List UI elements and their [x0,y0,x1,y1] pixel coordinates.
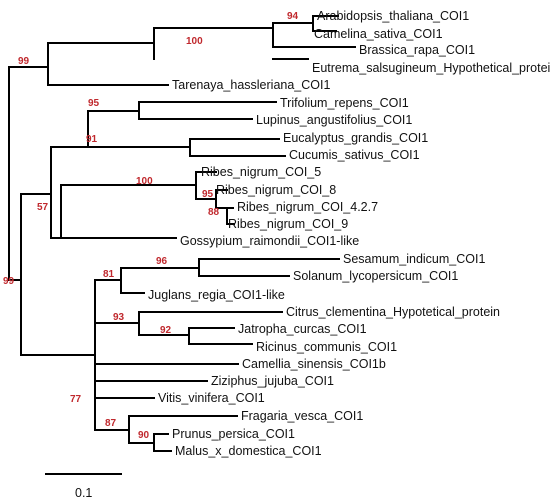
leaf-label-rn5: Ribes_nigrum_COI_5 [201,165,321,179]
bootstrap-value-b92: 92 [160,325,172,336]
leaf-label-tar: Tarenaya_hassleriana_COI1 [172,78,330,92]
bootstrap-value-b99top: 99 [18,56,30,67]
leaf-label-jug: Juglans_regia_COI1-like [148,288,285,302]
leaf-label-ses: Sesamum_indicum_COI1 [343,252,485,266]
bootstrap-value-b95b: 95 [202,189,214,200]
leaf-label-bra: Brassica_rapa_COI1 [359,43,475,57]
leaf-label-rn427: Ribes_nigrum_COI_4.2.7 [237,200,378,214]
leaf-label-mal: Malus_x_domestica_COI1 [175,444,322,458]
leaf-label-eut: Eutrema_salsugineum_Hypothetical_protein [312,61,550,75]
leaf-label-ath: Arabidopsis_thaliana_COI1 [317,9,469,23]
bootstrap-value-b81: 81 [103,269,115,280]
leaf-label-cam: Camellia_sinensis_COI1b [242,357,386,371]
scale-bar-label: 0.1 [75,486,92,500]
leaf-label-gos: Gossypium_raimondii_COI1-like [180,234,359,248]
leaf-label-cuc: Cucumis_sativus_COI1 [289,148,420,162]
scale-bar: 0.1 [45,473,122,500]
leaf-label-ziz: Ziziphus_jujuba_COI1 [211,374,334,388]
bootstrap-labels: 94 100 99 95 91 100 95 88 57 99 96 81 93 92 77 87 90 [3,11,299,441]
leaf-label-rn9: Ribes_nigrum_COI_9 [228,217,348,231]
tree-branches [8,15,356,452]
bootstrap-value-b100b: 100 [136,176,153,187]
leaf-label-euc: Eucalyptus_grandis_COI1 [283,131,428,145]
leaf-label-ric: Ricinus_communis_COI1 [256,340,397,354]
leaf-label-vit: Vitis_vinifera_COI1 [158,391,265,405]
leaf-label-rn8: Ribes_nigrum_COI_8 [216,183,336,197]
leaf-label-csa: Camelina_sativa_COI1 [314,27,443,41]
bootstrap-value-b90: 90 [138,430,150,441]
leaf-label-pru: Prunus_persica_COI1 [172,427,295,441]
bootstrap-value-b100a: 100 [186,36,203,47]
bootstrap-value-b87: 87 [105,418,117,429]
leaf-label-jat: Jatropha_curcas_COI1 [238,322,367,336]
leaf-label-tri: Trifolium_repens_COI1 [280,96,409,110]
bootstrap-value-b57: 57 [37,202,49,213]
bootstrap-value-b88: 88 [208,207,220,218]
bootstrap-value-b96: 96 [156,256,168,267]
bootstrap-value-b91: 91 [86,134,98,145]
leaf-label-lup: Lupinus_angustifolius_COI1 [256,113,412,127]
bootstrap-value-b95a: 95 [88,98,100,109]
leaf-label-fra: Fragaria_vesca_COI1 [241,409,363,423]
leaf-label-sol: Solanum_lycopersicum_COI1 [293,269,458,283]
leaf-labels: Arabidopsis_thaliana_COI1Camelina_sativa… [148,9,550,458]
bootstrap-value-b77: 77 [70,394,82,405]
bootstrap-value-b93: 93 [113,312,125,323]
bootstrap-value-b94: 94 [287,11,299,22]
leaf-label-cit: Citrus_clementina_Hypotetical_protein [286,305,500,319]
bootstrap-value-b99root: 99 [3,276,15,287]
